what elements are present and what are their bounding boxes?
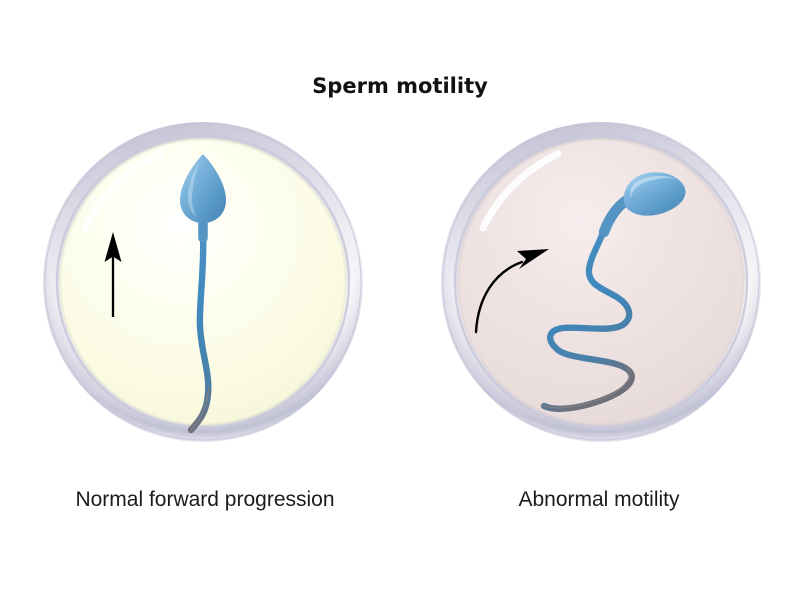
sperm-tail-abnormal-tip bbox=[541, 367, 631, 409]
dish-rim-ring bbox=[44, 123, 362, 441]
dish-rim-glare bbox=[81, 150, 164, 232]
caption-abnormal: Abnormal motility bbox=[518, 488, 680, 511]
dish-rim-inner-ring bbox=[55, 134, 351, 430]
sperm-tail-normal-tip bbox=[189, 387, 210, 432]
dish-rim-ring bbox=[442, 123, 760, 441]
petri-dish-abnormal-graphic bbox=[441, 122, 761, 442]
petri-dish-normal bbox=[40, 120, 365, 445]
panel-normal-forward-progression: Normal forward progression bbox=[40, 120, 370, 540]
sperm-head-abnormal-highlight bbox=[630, 175, 676, 199]
dish-interior-edge-shade bbox=[58, 137, 348, 427]
sperm-head-abnormal bbox=[623, 172, 686, 216]
sperm-head-normal-highlight bbox=[187, 161, 200, 217]
sperm-head-normal bbox=[180, 154, 226, 223]
straight-up-arrow-normal bbox=[104, 232, 122, 317]
sperm-normal bbox=[180, 154, 226, 434]
sperm-tail-abnormal bbox=[540, 224, 635, 412]
dish-rim-glare bbox=[479, 150, 562, 232]
dish-interior-edge-shade bbox=[456, 137, 746, 427]
petri-dish-abnormal bbox=[438, 120, 763, 445]
dish-interior bbox=[458, 139, 744, 425]
arrow-curve bbox=[474, 260, 524, 334]
petri-dish-normal-graphic bbox=[43, 122, 363, 442]
panel-abnormal-motility: Abnormal motility bbox=[438, 120, 768, 540]
sperm-abnormal bbox=[540, 172, 686, 412]
curved-arrow-abnormal bbox=[474, 249, 549, 334]
dish-rim-inner-ring bbox=[453, 134, 749, 430]
arrow-head bbox=[517, 249, 549, 269]
arrow-head bbox=[104, 232, 122, 262]
figure-title: Sperm motility bbox=[312, 74, 488, 98]
caption-normal: Normal forward progression bbox=[75, 488, 335, 511]
